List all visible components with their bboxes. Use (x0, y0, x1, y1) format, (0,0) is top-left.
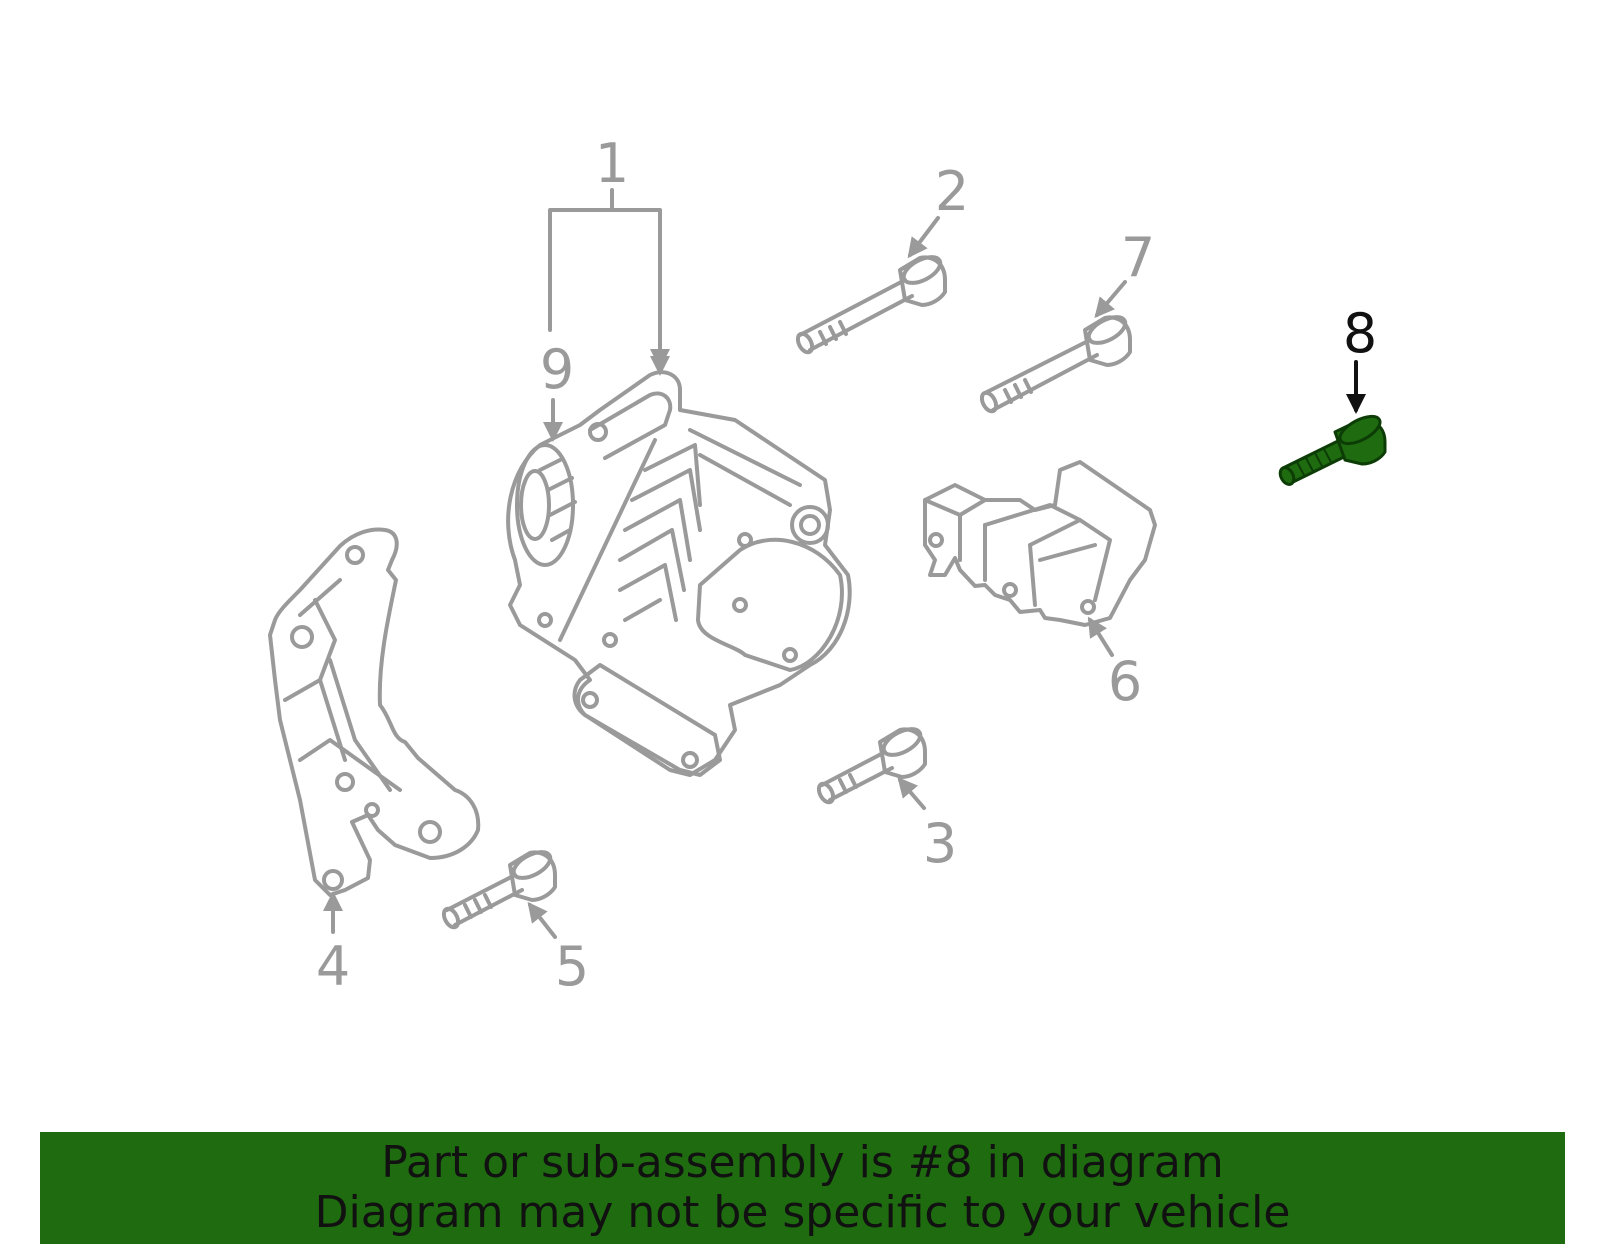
callout-6: 6 (1108, 650, 1142, 713)
callout-9: 9 (540, 338, 574, 401)
alternator-part[interactable] (506, 370, 852, 777)
banner-line-part-number: Part or sub-assembly is #8 in diagram (381, 1137, 1224, 1188)
callout-2: 2 (935, 160, 969, 223)
bolt-5-part[interactable] (441, 847, 557, 930)
info-banner: Part or sub-assembly is #8 in diagram Di… (40, 1132, 1565, 1244)
banner-line-disclaimer: Diagram may not be specific to your vehi… (314, 1187, 1291, 1238)
regulator-part[interactable] (923, 460, 1157, 627)
callout-3: 3 (923, 812, 957, 875)
callout-1: 1 (595, 132, 629, 195)
mounting-bracket-part[interactable] (268, 527, 481, 897)
leader-lines (323, 188, 1366, 939)
callout-8-active: 8 (1343, 302, 1377, 365)
callout-7: 7 (1121, 226, 1155, 289)
bolt-2-part[interactable] (795, 252, 947, 355)
bolt-7-part[interactable] (979, 312, 1132, 414)
callout-4: 4 (316, 935, 350, 998)
bolt-8-part-highlighted[interactable] (1277, 411, 1387, 487)
bolt-3-part[interactable] (816, 724, 927, 805)
callout-5: 5 (555, 935, 589, 998)
callout-labels: 1 2 7 9 6 3 4 5 8 (316, 132, 1377, 998)
